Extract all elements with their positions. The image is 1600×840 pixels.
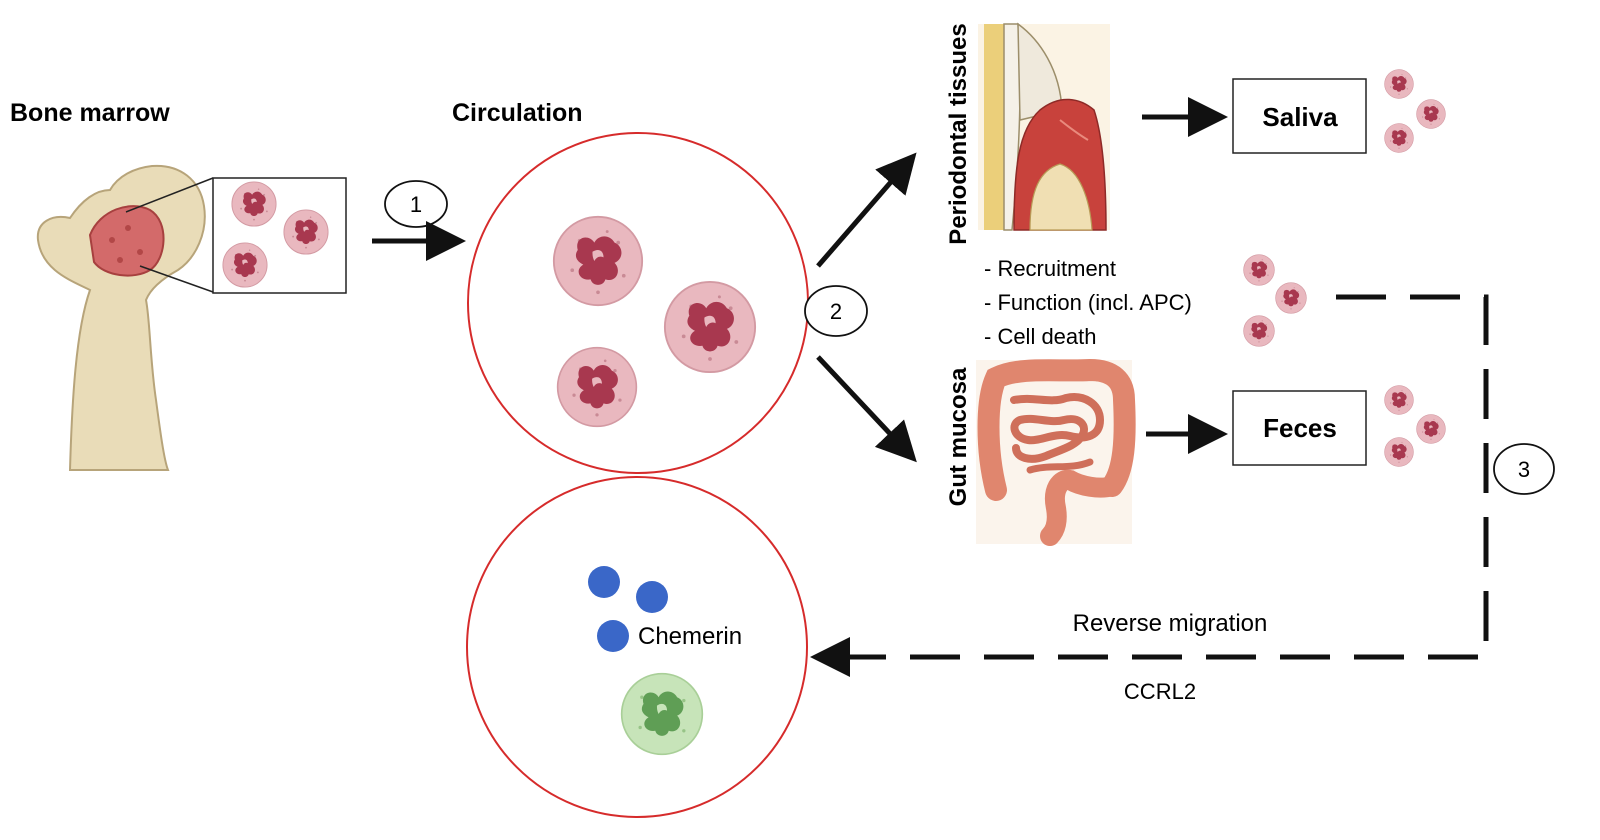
step-1-number: 1 [410, 192, 422, 217]
neutrophil-icon [1384, 69, 1414, 99]
chemerin-dot-icon [636, 581, 668, 613]
neutrophil-icon [556, 346, 638, 428]
neutrophil-icon [1416, 414, 1446, 444]
green-cell-icon [620, 672, 704, 756]
neutrophil-icon [283, 209, 329, 255]
gut-label: Gut mucosa [945, 367, 972, 506]
neutrophil-icon [663, 280, 757, 374]
neutrophil-icon [552, 215, 644, 307]
chemerin-dot-icon [597, 620, 629, 652]
step-2-badge [804, 285, 868, 337]
function-item: - Recruitment [984, 256, 1116, 281]
step-1-badge [384, 180, 448, 228]
circulation-label: Circulation [452, 99, 583, 127]
bone-marrow-label: Bone marrow [10, 99, 170, 127]
reverse-migration-path [810, 294, 1489, 677]
femur-icon [36, 164, 214, 471]
function-item: - Cell death [984, 324, 1097, 349]
step-3-badge [1493, 443, 1555, 495]
chemerin-dot-icon [588, 566, 620, 598]
reverse-migration-label: Reverse migration [1073, 610, 1268, 637]
neutrophil-icon [1275, 282, 1307, 314]
feces-label: Feces [1263, 413, 1337, 443]
periodontium-icon [978, 22, 1110, 231]
arrow-to-gut [816, 355, 917, 463]
ccrl2-label: CCRL2 [1124, 679, 1196, 704]
circulation-circle [467, 132, 809, 474]
neutrophil-icon [1416, 99, 1446, 129]
neutrophil-icon [1243, 254, 1275, 286]
periodontal-label: Periodontal tissues [945, 23, 972, 244]
neutrophil-icon [222, 242, 268, 288]
chemerin-circle [466, 476, 808, 818]
neutrophil-icon [1384, 385, 1414, 415]
neutrophil-icon [1243, 315, 1275, 347]
neutrophil-icon [1384, 437, 1414, 467]
neutrophil-icon [1384, 123, 1414, 153]
saliva-label: Saliva [1262, 102, 1338, 132]
neutrophil-icon [231, 181, 277, 227]
feces-box [1232, 390, 1367, 466]
arrow-to-periodontal [816, 152, 917, 268]
intestine-icon [976, 358, 1136, 546]
step-2-number: 2 [830, 299, 842, 324]
function-item: - Function (incl. APC) [984, 290, 1192, 315]
saliva-box [1232, 78, 1367, 154]
step-3-number: 3 [1518, 457, 1530, 482]
chemerin-label: Chemerin [638, 623, 742, 650]
